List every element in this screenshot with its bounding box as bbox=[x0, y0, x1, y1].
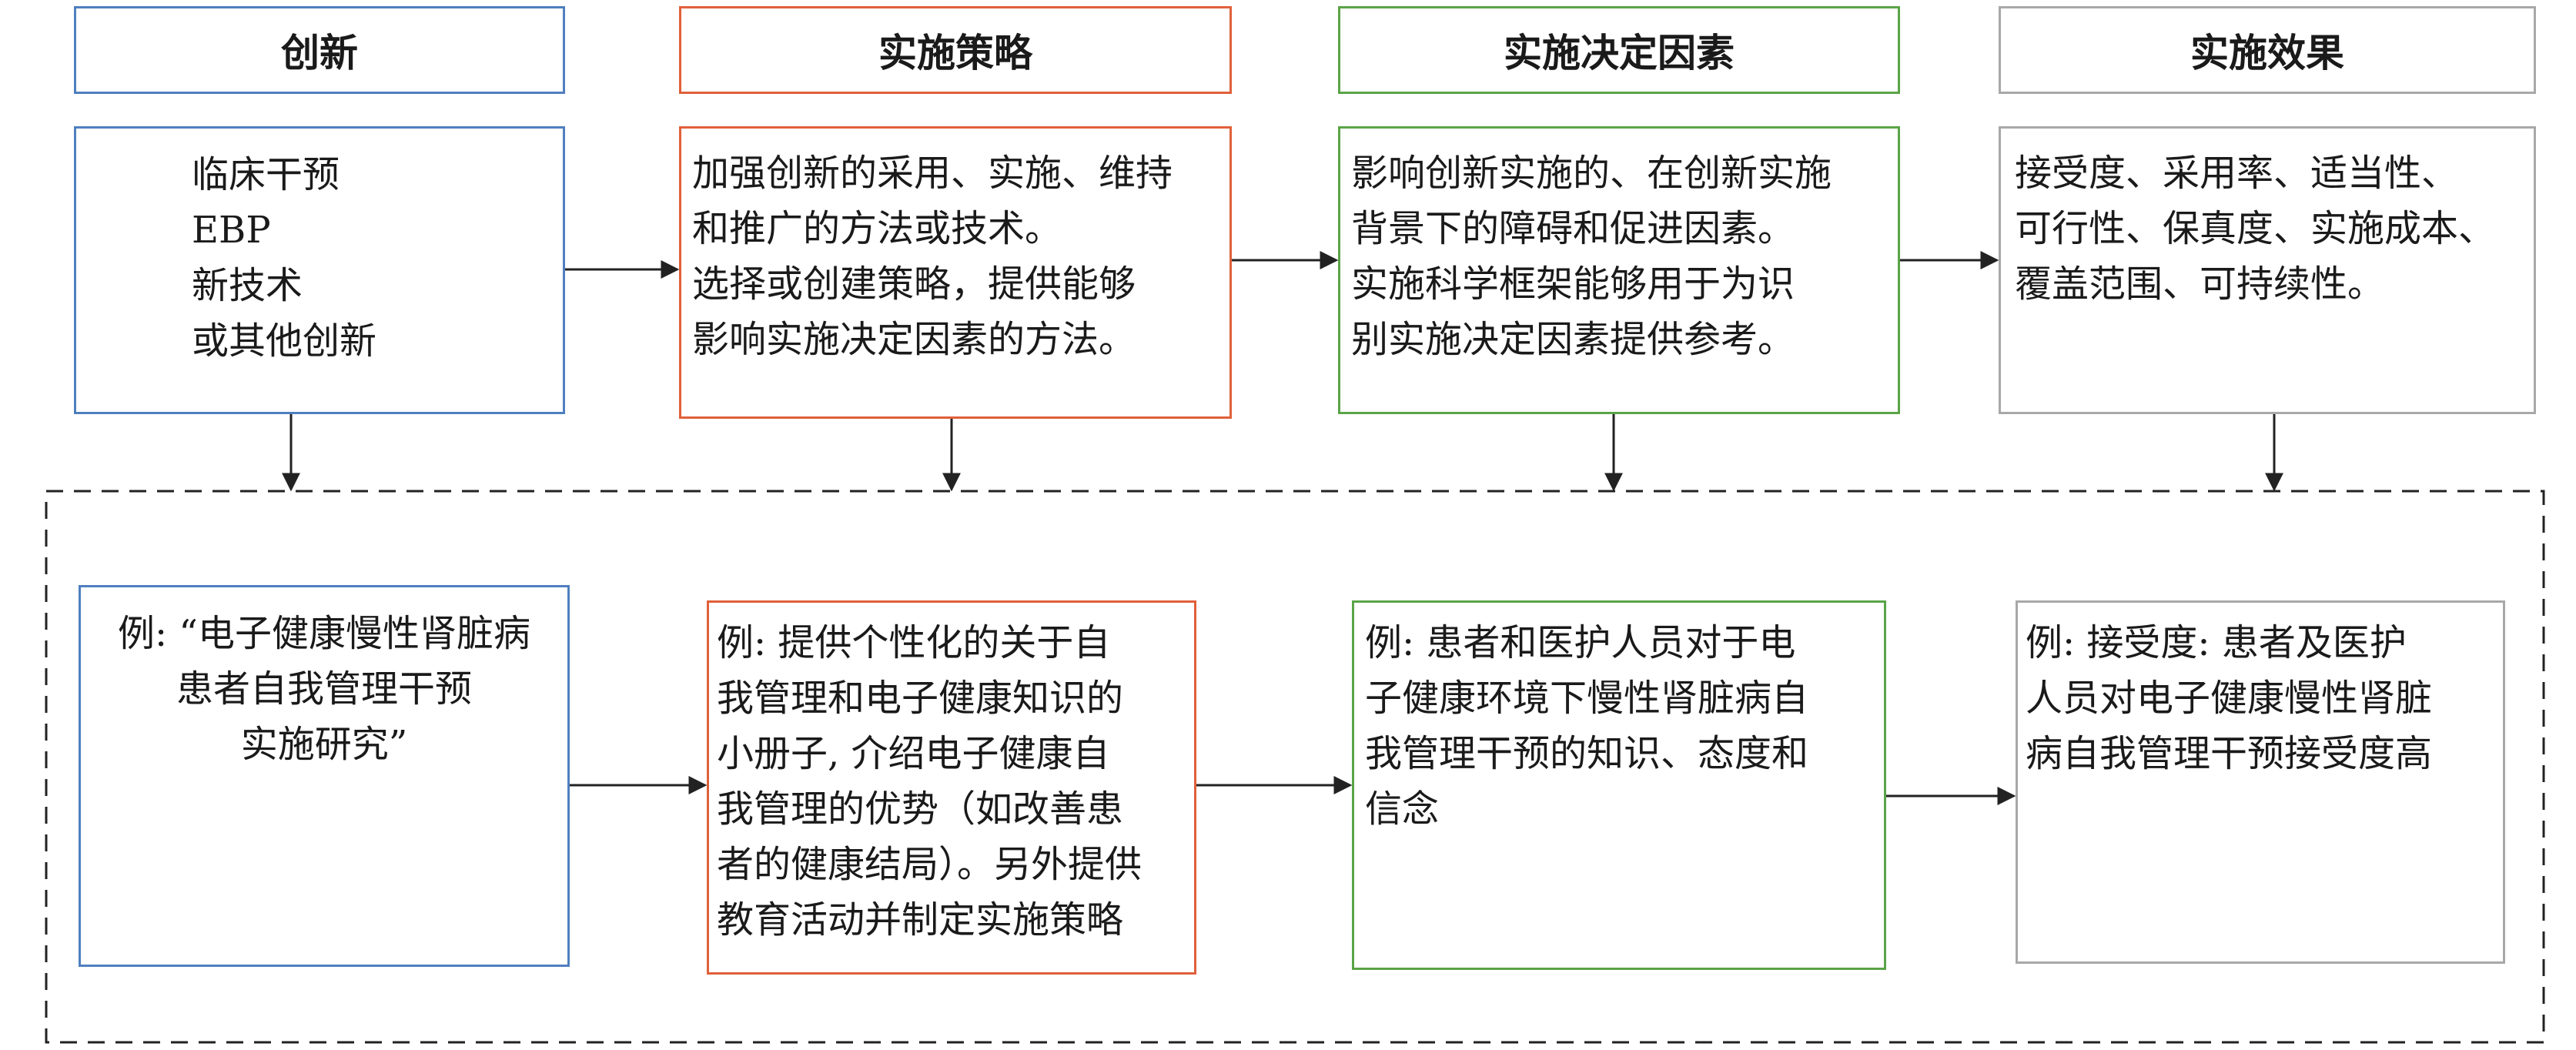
header-outcomes-label: 实施效果 bbox=[2190, 30, 2344, 75]
example-strategy-line: 我管理的优势（如改善患 bbox=[717, 788, 1124, 831]
example-innovation: 例: “电子健康慢性肾脏病 患者自我管理干预 实施研究” bbox=[79, 585, 570, 967]
definition-strategy-line: 影响实施决定因素的方法。 bbox=[692, 318, 1136, 361]
example-outcomes-line: 例: 接受度: 患者及医护 bbox=[2026, 621, 2407, 664]
example-strategy-line: 教育活动并制定实施策略 bbox=[717, 898, 1124, 941]
header-determinants: 实施决定因素 bbox=[1338, 6, 1900, 94]
definition-innovation: 临床干预 EBP 新技术 或其他创新 bbox=[74, 126, 565, 414]
definition-determinants-line: 背景下的障碍和促进因素。 bbox=[1351, 207, 1795, 250]
example-innovation-line: 例: “电子健康慢性肾脏病 bbox=[118, 612, 530, 655]
definition-determinants-line: 实施科学框架能够用于为识 bbox=[1351, 262, 1795, 306]
definition-outcomes-line: 覆盖范围、可持续性。 bbox=[2015, 262, 2385, 306]
definition-innovation-line: 临床干预 bbox=[192, 153, 340, 196]
example-region-dashed-border bbox=[45, 490, 2545, 1044]
definition-outcomes-line: 可行性、保真度、实施成本、 bbox=[2015, 207, 2496, 250]
header-determinants-label: 实施决定因素 bbox=[1504, 30, 1735, 75]
example-innovation-line: 实施研究” bbox=[240, 723, 408, 766]
definition-strategy-line: 选择或创建策略，提供能够 bbox=[692, 262, 1136, 306]
definition-innovation-line: 新技术 bbox=[192, 264, 303, 307]
definition-determinants-line: 影响创新实施的、在创新实施 bbox=[1351, 152, 1832, 195]
example-innovation-line: 患者自我管理干预 bbox=[176, 667, 472, 711]
definition-innovation-line: EBP bbox=[192, 209, 271, 252]
definition-determinants-line: 别实施决定因素提供参考。 bbox=[1351, 318, 1795, 361]
example-strategy-line: 例: 提供个性化的关于自 bbox=[717, 621, 1111, 664]
definition-strategy-line: 和推广的方法或技术。 bbox=[692, 207, 1062, 250]
example-strategy-line: 我管理和电子健康知识的 bbox=[717, 677, 1124, 720]
definition-outcomes: 接受度、采用率、适当性、 可行性、保真度、实施成本、 覆盖范围、可持续性。 bbox=[1999, 126, 2536, 414]
example-determinants-line: 例: 患者和医护人员对于电 bbox=[1365, 621, 1796, 664]
example-strategy-line: 小册子, 介绍电子健康自 bbox=[717, 732, 1110, 775]
definition-strategy-line: 加强创新的采用、实施、维持 bbox=[692, 152, 1173, 195]
header-outcomes: 实施效果 bbox=[1999, 6, 2536, 94]
example-strategy-line: 者的健康结局）。另外提供 bbox=[717, 843, 1142, 886]
definition-outcomes-line: 接受度、采用率、适当性、 bbox=[2015, 152, 2459, 195]
definition-determinants: 影响创新实施的、在创新实施 背景下的障碍和促进因素。 实施科学框架能够用于为识 … bbox=[1338, 126, 1900, 414]
example-determinants-line: 我管理干预的知识、态度和 bbox=[1365, 732, 1809, 775]
example-strategy: 例: 提供个性化的关于自 我管理和电子健康知识的 小册子, 介绍电子健康自 我管… bbox=[707, 600, 1196, 975]
example-determinants-line: 信念 bbox=[1365, 788, 1440, 831]
definition-innovation-line: 或其他创新 bbox=[192, 319, 377, 363]
header-strategy: 实施策略 bbox=[679, 6, 1232, 94]
example-outcomes: 例: 接受度: 患者及医护 人员对电子健康慢性肾脏 病自我管理干预接受度高 bbox=[2016, 600, 2505, 964]
header-innovation-label: 创新 bbox=[281, 30, 358, 75]
definition-strategy: 加强创新的采用、实施、维持 和推广的方法或技术。 选择或创建策略，提供能够 影响… bbox=[679, 126, 1232, 419]
header-strategy-label: 实施策略 bbox=[878, 30, 1032, 75]
example-determinants-line: 子健康环境下慢性肾脏病自 bbox=[1365, 677, 1809, 720]
example-outcomes-line: 人员对电子健康慢性肾脏 bbox=[2026, 677, 2433, 720]
example-outcomes-line: 病自我管理干预接受度高 bbox=[2026, 732, 2433, 775]
header-innovation: 创新 bbox=[74, 6, 565, 94]
example-determinants: 例: 患者和医护人员对于电 子健康环境下慢性肾脏病自 我管理干预的知识、态度和 … bbox=[1352, 600, 1886, 970]
